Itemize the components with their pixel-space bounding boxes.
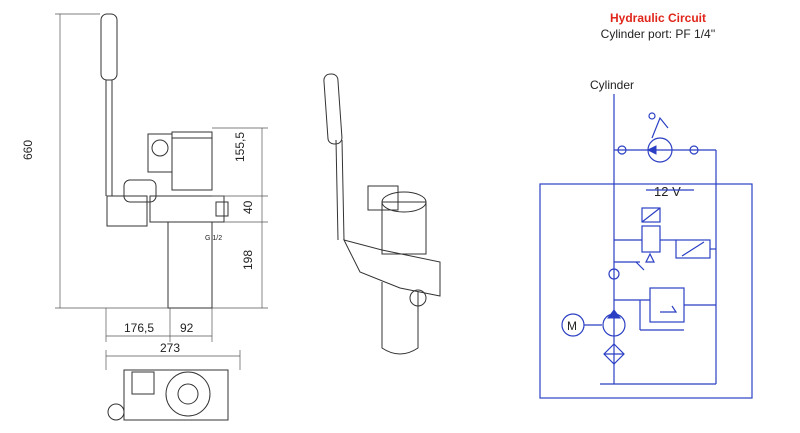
dim-width-right: 92 xyxy=(180,321,194,335)
dim-height-low: 198 xyxy=(241,250,255,270)
cylinder-label: Cylinder xyxy=(590,78,634,92)
iso-motor-body xyxy=(381,201,427,255)
hydraulic-circuit: Hydraulic Circuit Cylinder port: PF 1/4'… xyxy=(539,11,753,399)
top-view-body xyxy=(123,369,229,421)
lever-handle xyxy=(100,13,118,81)
reservoir xyxy=(167,221,213,309)
dim-height-total: 660 xyxy=(21,140,35,160)
port-fitting xyxy=(215,201,229,217)
top-view: 273 xyxy=(105,341,241,421)
dim-height-top: 155,5 xyxy=(233,132,247,162)
circuit-subtitle: Cylinder port: PF 1/4'' xyxy=(601,27,716,41)
voltage-label: 12 V xyxy=(654,184,681,199)
dim-width-left: 176,5 xyxy=(124,321,154,335)
iso-lever-handle xyxy=(323,73,343,145)
relief-valve-symbol xyxy=(649,287,685,323)
dim-width-total: 273 xyxy=(160,341,180,355)
circuit-boundary xyxy=(539,183,753,399)
check-valve-symbol xyxy=(608,268,620,280)
lever-base xyxy=(106,195,148,227)
front-view: 660 155,5 40 198 176,5 92 G 1/2 xyxy=(21,13,268,342)
port-label: G 1/2 xyxy=(205,235,222,242)
top-view-handle xyxy=(107,403,125,421)
top-valve-knob xyxy=(151,139,169,157)
iso-top-valve xyxy=(367,185,399,211)
directional-valve-symbol xyxy=(641,225,661,253)
iso-manifold xyxy=(343,239,441,297)
top-view-solenoid xyxy=(131,371,155,395)
motor-label: M xyxy=(567,319,577,333)
solenoid-coil-symbol xyxy=(641,207,661,223)
filter-symbol xyxy=(603,343,625,365)
motor-body xyxy=(171,131,213,191)
circuit-title: Hydraulic Circuit xyxy=(610,11,706,25)
manifold-block xyxy=(149,195,225,223)
top-view-tank xyxy=(165,371,211,417)
solenoid-coil xyxy=(123,179,157,203)
iso-reservoir xyxy=(381,282,419,355)
isometric-view xyxy=(323,73,441,355)
dim-height-mid: 40 xyxy=(241,200,255,214)
